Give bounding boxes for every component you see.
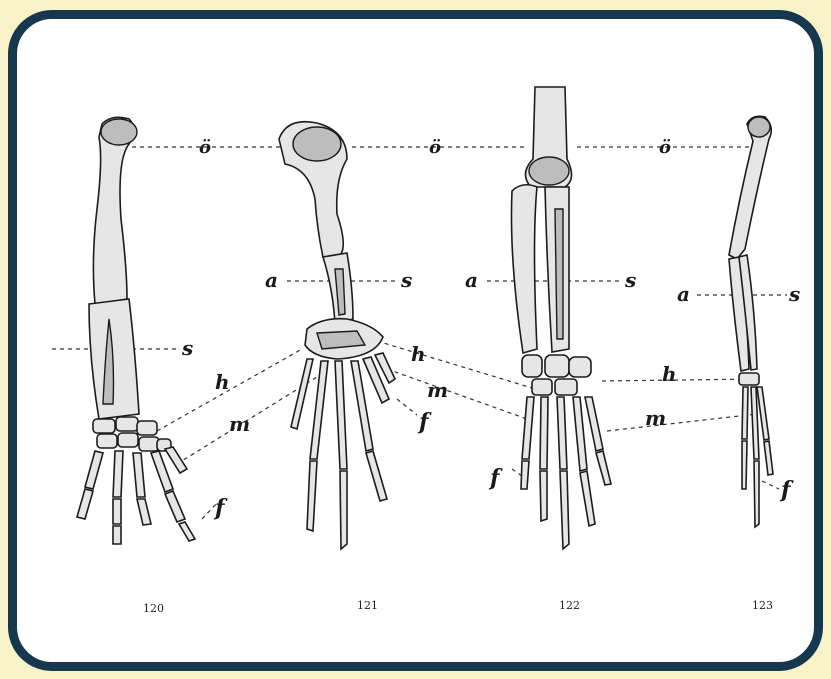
- label-m-123: m: [645, 406, 666, 430]
- label-s-120: s: [181, 336, 193, 360]
- label-a-123: a: [677, 282, 690, 306]
- anatomy-plate: ö ö ö s a s a s a s h h h m m m f f f f: [17, 19, 814, 662]
- label-f-121: f: [417, 409, 432, 435]
- label-f-122: f: [488, 465, 503, 491]
- label-o-umlaut-1: ö: [199, 137, 211, 158]
- carpals-122: [522, 355, 591, 395]
- skeleton-figure-122: [511, 87, 611, 549]
- label-f-120: f: [213, 495, 228, 521]
- digits-121: [291, 353, 395, 549]
- skeleton-figure-121: [279, 122, 395, 549]
- label-s-123: s: [788, 282, 800, 306]
- label-h-120: h: [215, 370, 230, 394]
- label-m-120: m: [229, 412, 250, 436]
- label-f-123: f: [779, 477, 794, 503]
- label-m-121: m: [427, 378, 448, 402]
- digits-122: [521, 397, 611, 549]
- label-s-121: s: [400, 268, 412, 292]
- label-o-umlaut-2: ö: [429, 137, 441, 158]
- label-s-122: s: [624, 268, 636, 292]
- carpals-120: [93, 417, 171, 451]
- labels: ö ö ö s a s a s a s h h h m m m f f f f: [181, 137, 800, 521]
- figure-card: ö ö ö s a s a s a s h h h m m m f f f f: [8, 10, 823, 671]
- digits-120: [77, 447, 195, 544]
- figure-number-123: 123: [752, 599, 773, 612]
- skeleton-figure-123: [729, 116, 773, 527]
- label-a-121: a: [265, 268, 278, 292]
- figure-numbers: 120 121 122 123: [143, 599, 773, 615]
- skeleton-figure-120: [77, 117, 195, 544]
- digits-123: [742, 387, 773, 527]
- label-h-123: h: [662, 362, 677, 386]
- figure-number-120: 120: [143, 602, 164, 615]
- figure-number-122: 122: [559, 599, 580, 612]
- figure-number-121: 121: [357, 599, 378, 612]
- label-o-umlaut-3: ö: [659, 137, 671, 158]
- label-a-122: a: [465, 268, 478, 292]
- label-h-121: h: [411, 342, 426, 366]
